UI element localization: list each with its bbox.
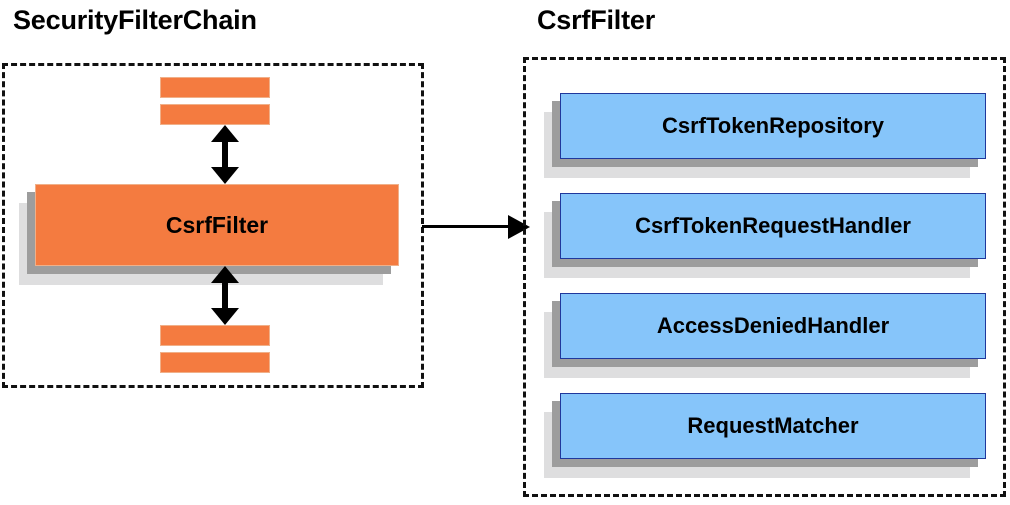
collaborator-box-label: CsrfTokenRepository <box>560 93 986 159</box>
collaborator-box[interactable]: CsrfTokenRequestHandler <box>544 193 986 278</box>
csrffilter-collaborators-panel <box>523 57 1006 497</box>
csrffilter-box[interactable]: CsrfFilter <box>19 184 399 285</box>
filter-stripe-below-2 <box>160 352 270 373</box>
double-arrow-above-csrffilter <box>211 125 239 184</box>
arrow-head-up-icon <box>211 266 239 283</box>
collaborator-box-label: RequestMatcher <box>560 393 986 459</box>
collaborator-box[interactable]: RequestMatcher <box>544 393 986 478</box>
double-arrow-below-csrffilter <box>211 266 239 325</box>
collaborator-box[interactable]: CsrfTokenRepository <box>544 93 986 178</box>
filter-stripe-above-2 <box>160 104 270 125</box>
right-panel-title: CsrfFilter <box>537 5 656 35</box>
collaborator-box-label: CsrfTokenRequestHandler <box>560 193 986 259</box>
left-panel-title: SecurityFilterChain <box>13 5 257 35</box>
arrow-head-up-icon <box>211 125 239 142</box>
csrffilter-box-label: CsrfFilter <box>35 184 399 266</box>
arrow-shaft <box>222 136 228 173</box>
collaborator-box[interactable]: AccessDeniedHandler <box>544 293 986 378</box>
collaborator-box-label: AccessDeniedHandler <box>560 293 986 359</box>
arrow-head-down-icon <box>211 308 239 325</box>
arrow-head-down-icon <box>211 167 239 184</box>
arrow-shaft <box>222 277 228 314</box>
connector-shaft <box>422 225 512 228</box>
connector-arrow-icon <box>422 215 530 239</box>
filter-stripe-above-1 <box>160 77 270 98</box>
filter-stripe-below-1 <box>160 325 270 346</box>
